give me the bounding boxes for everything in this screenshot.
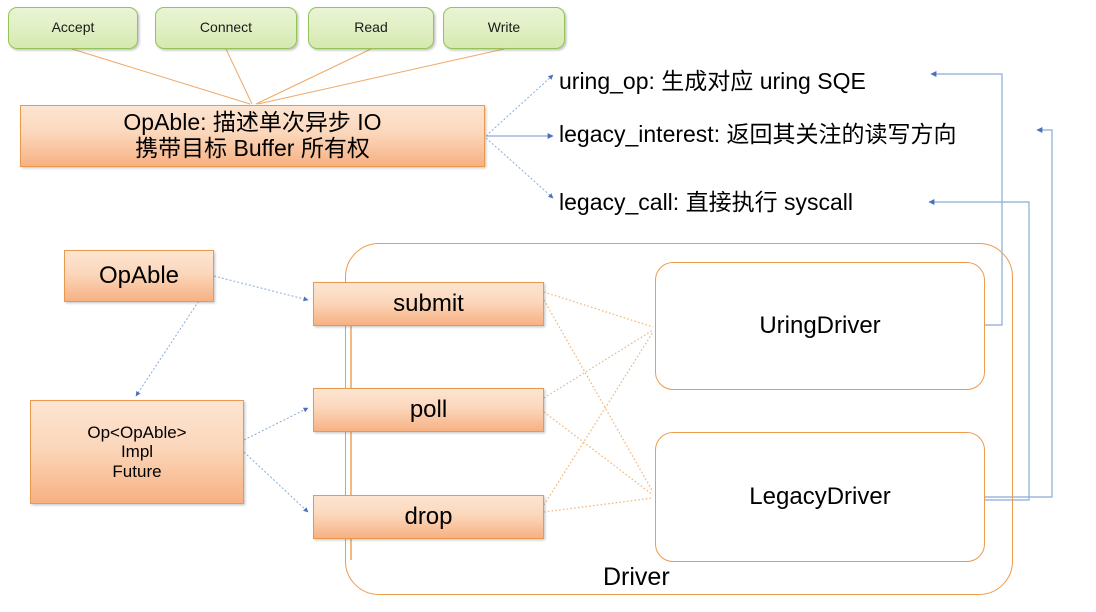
node-read[interactable]: Read bbox=[308, 7, 434, 49]
node-write[interactable]: Write bbox=[443, 7, 565, 49]
label-legacy-call: legacy_call: 直接执行 syscall bbox=[559, 189, 853, 215]
node-opable[interactable]: OpAble bbox=[64, 250, 214, 302]
driver-group-label: Driver bbox=[603, 563, 670, 591]
node-op-future[interactable]: Op<OpAble> Impl Future bbox=[30, 400, 244, 504]
node-op-line2: Impl bbox=[120, 442, 154, 462]
node-drop[interactable]: drop bbox=[313, 495, 544, 539]
opable-method-connectors bbox=[485, 74, 554, 199]
node-poll[interactable]: poll bbox=[313, 388, 544, 432]
node-accept[interactable]: Accept bbox=[8, 7, 138, 49]
node-submit[interactable]: submit bbox=[313, 282, 544, 326]
label-legacy-interest: legacy_interest: 返回其关注的读写方向 bbox=[559, 121, 957, 147]
node-uring-driver[interactable]: UringDriver bbox=[655, 262, 985, 390]
opable-description-line2: 携带目标 Buffer 所有权 bbox=[135, 135, 370, 161]
node-connect[interactable]: Connect bbox=[155, 7, 297, 49]
opkind-connectors bbox=[71, 48, 505, 105]
node-legacy-driver[interactable]: LegacyDriver bbox=[655, 432, 985, 562]
opable-description-line1: OpAble: 描述单次异步 IO bbox=[123, 109, 382, 136]
node-op-line1: Op<OpAble> bbox=[87, 423, 187, 443]
node-opable-description[interactable]: OpAble: 描述单次异步 IO 携带目标 Buffer 所有权 bbox=[20, 105, 485, 167]
label-uring-op: uring_op: 生成对应 uring SQE bbox=[559, 68, 866, 94]
node-op-line3: Future bbox=[112, 461, 162, 481]
